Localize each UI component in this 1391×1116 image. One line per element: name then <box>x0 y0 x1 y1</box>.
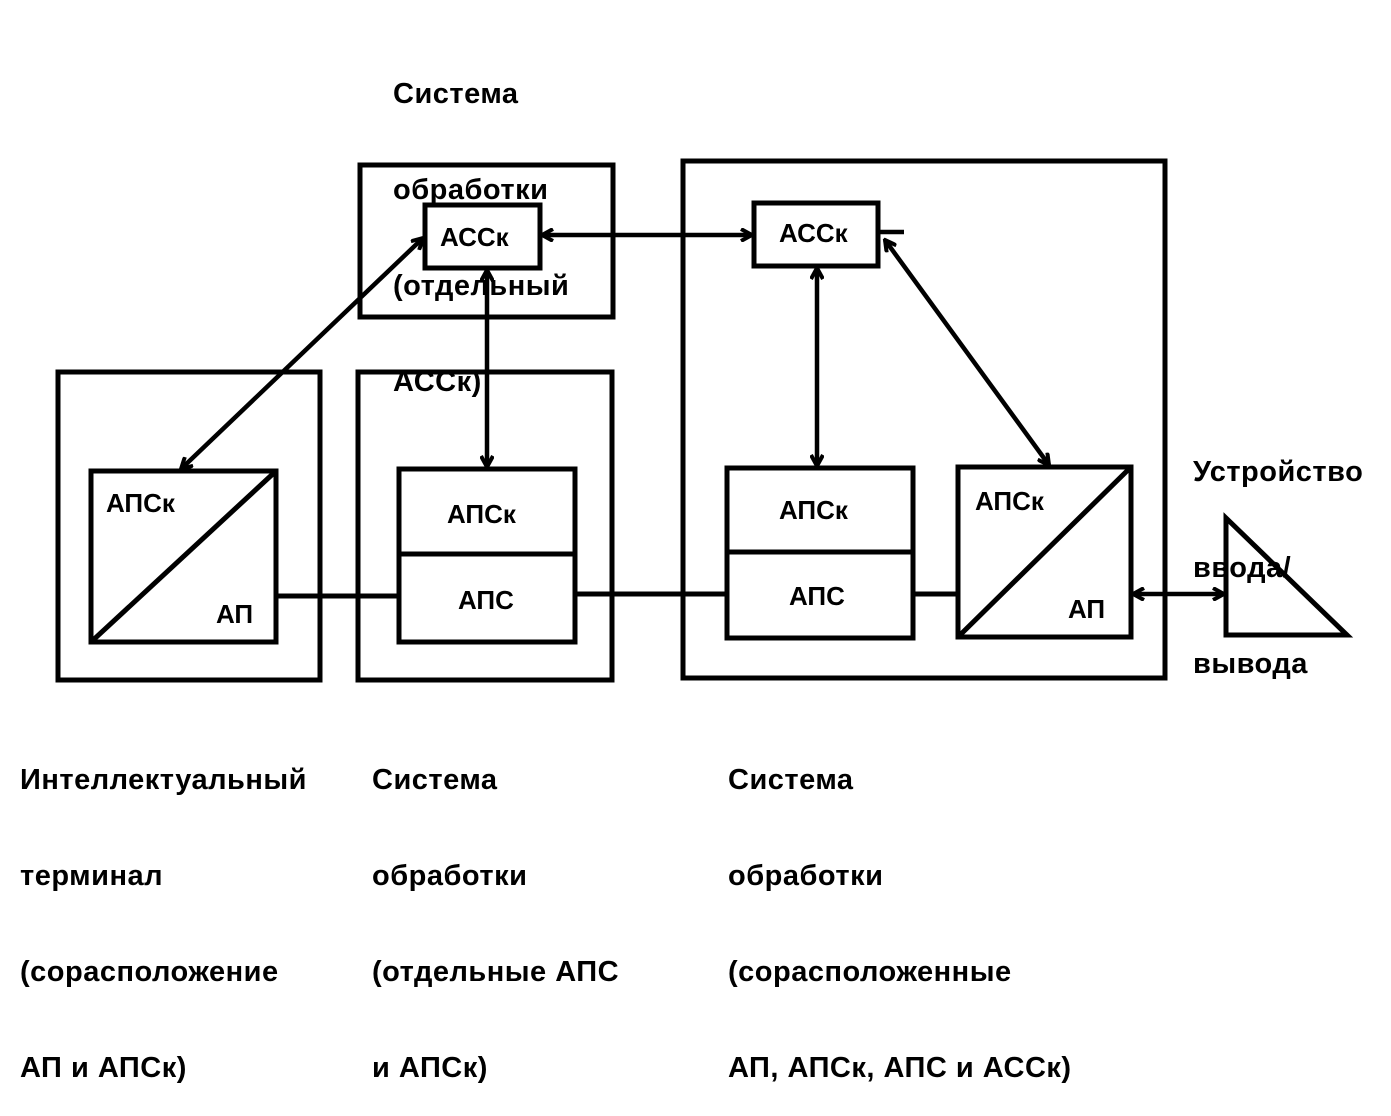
caption-line: (отдельные АПС <box>372 956 620 988</box>
caption-terminal: Интеллектуальный терминал (сорасположени… <box>20 700 307 1116</box>
io-device-triangle <box>1223 512 1354 638</box>
caption-line: АССк) <box>393 366 482 398</box>
caption-right-system: Система обработки (сорасположенные АП, А… <box>728 700 1072 1116</box>
caption-line: вывода <box>1193 648 1308 680</box>
caption-line: обработки <box>728 860 884 892</box>
caption-line: (сорасположение <box>20 956 279 988</box>
caption-line: Система <box>372 764 498 796</box>
caption-line: Система <box>393 78 519 110</box>
caption-line: Система <box>728 764 854 796</box>
caption-line: обработки <box>372 860 528 892</box>
acck-right-label: АССк <box>779 218 848 248</box>
arrow-acck-to-terminal <box>181 238 423 469</box>
caption-middle-system: Система обработки (отдельные АПС и АПСк) <box>372 700 619 1116</box>
caption-io-device: Устройство ввода/ вывода <box>1193 392 1363 712</box>
middle-apck-label: АПСк <box>447 499 516 529</box>
terminal-apck-label: АПСк <box>106 488 175 518</box>
right-aps-label: АПС <box>789 581 845 611</box>
right-apck-label: АПСк <box>779 495 848 525</box>
acck-left-label: АССк <box>440 222 509 252</box>
right-split-ap-label: АП <box>1068 594 1106 624</box>
diagram-canvas <box>55 158 1354 683</box>
terminal-ap-label: АП <box>216 599 254 629</box>
caption-line: АП, АПСк, АПС и АССк) <box>728 1052 1072 1084</box>
caption-line: обработки <box>393 174 549 206</box>
arrow-acck-to-right-split <box>885 240 1049 465</box>
caption-line: ввода/ <box>1193 552 1292 584</box>
caption-line: Устройство <box>1193 456 1364 488</box>
system-box-right <box>680 158 1168 681</box>
right-split-apck-label: АПСк <box>975 486 1044 516</box>
terminal-split-diagonal <box>89 469 278 644</box>
caption-line: (отдельный <box>393 270 570 302</box>
right-split-diagonal <box>956 465 1133 639</box>
caption-line: АП и АПСк) <box>20 1052 187 1084</box>
middle-aps-label: АПС <box>458 585 514 615</box>
caption-line: терминал <box>20 860 164 892</box>
caption-line: (сорасположенные <box>728 956 1012 988</box>
caption-top-center: Система обработки (отдельный АССк) <box>393 14 569 430</box>
caption-line: Интеллектуальный <box>20 764 307 796</box>
caption-line: и АПСк) <box>372 1052 488 1084</box>
